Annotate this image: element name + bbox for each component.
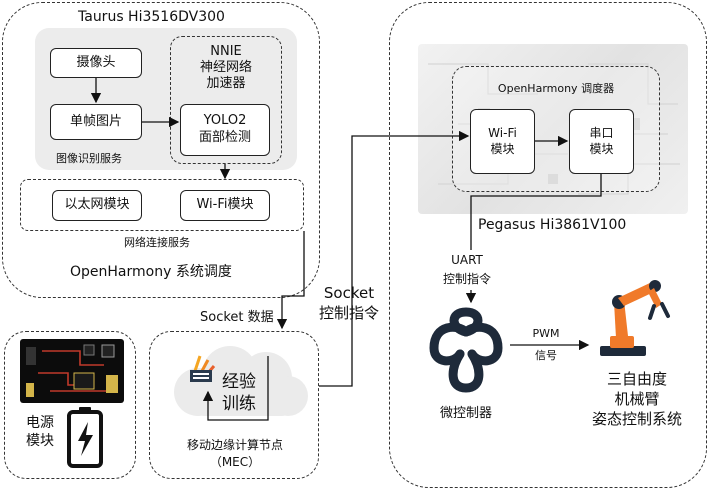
- taurus-title: Taurus Hi3516DV300: [78, 9, 225, 25]
- nnie-group: [170, 36, 282, 164]
- pegasus-container: [389, 2, 707, 488]
- pegasus-wifi-line2: 模块: [490, 141, 515, 156]
- pwm-label: PWM 信号: [523, 323, 569, 367]
- socket-data-label: Socket 数据: [200, 310, 274, 325]
- robot-arm-icon: [592, 274, 682, 360]
- uart-line2: 控制指令: [442, 272, 491, 286]
- mec-label-line2: （MEC）: [209, 455, 261, 469]
- socket-command-link: [319, 130, 470, 387]
- nnie-label: NNIE 神经网络 加速器: [176, 44, 276, 92]
- socket-cmd-line2: 控制指令: [318, 304, 379, 322]
- nnie-label-line2: 神经网络: [199, 60, 252, 75]
- os-schedule-label: OpenHarmony 系统调度: [70, 264, 232, 280]
- power-label-line2: 模块: [26, 433, 54, 449]
- scheduler-label: OpenHarmony 调度器: [497, 82, 615, 95]
- robot-arm-label: 三自由度 机械臂 姿态控制系统: [572, 369, 702, 429]
- arm-line1: 三自由度: [606, 370, 667, 388]
- mcu-label: 微控制器: [439, 406, 492, 421]
- nnie-label-line1: NNIE: [210, 44, 242, 59]
- microcontroller-icon: [426, 304, 506, 396]
- network-service-group: [20, 179, 304, 231]
- arm-line2: 机械臂: [614, 390, 660, 408]
- power-label: 电源 模块: [26, 414, 54, 450]
- network-service-label: 网络连接服务: [124, 236, 190, 249]
- ethernet-box: 以太网模块: [52, 190, 142, 221]
- yolo-line2: 面部检测: [198, 130, 251, 145]
- mec-container: [149, 331, 319, 479]
- pegasus-wifi-box: Wi-Fi 模块: [470, 109, 535, 174]
- serial-port-box: 串口 模块: [569, 109, 634, 174]
- uart-label: UART 控制指令: [436, 251, 498, 289]
- socket-cmd-line1: Socket: [323, 284, 375, 302]
- camera-box: 摄像头: [50, 48, 142, 78]
- mec-to-pegasus-link: [202, 356, 269, 421]
- serial-to-uart-link: [470, 174, 602, 250]
- experience-training-label: 经验 训练: [222, 371, 256, 415]
- image-service-label: 图像识别服务: [56, 152, 122, 165]
- yolo-box: YOLO2 面部检测: [180, 104, 270, 156]
- network-to-mec-link: [276, 231, 305, 330]
- uart-line1: UART: [451, 253, 483, 267]
- battery-icon: [66, 406, 104, 468]
- arm-line3: 姿态控制系统: [591, 410, 682, 428]
- power-container: [4, 331, 136, 479]
- training-logo-icon: [188, 352, 216, 384]
- training-line1: 经验: [222, 372, 256, 392]
- mec-label-line1: 移动边缘计算节点: [186, 438, 283, 452]
- power-label-line1: 电源: [26, 415, 54, 431]
- pegasus-title: Pegasus Hi3861V100: [478, 217, 627, 233]
- training-line2: 训练: [222, 394, 256, 414]
- pegasus-wifi-line1: Wi-Fi: [488, 125, 517, 140]
- taurus-wifi-box: Wi-Fi模块: [180, 190, 270, 221]
- socket-command-label: Socket 控制指令: [310, 283, 388, 323]
- pwm-line1: PWM: [532, 327, 560, 340]
- cloud-icon: [166, 344, 312, 424]
- yolo-line1: YOLO2: [203, 113, 247, 129]
- pwm-line2: 信号: [535, 349, 557, 362]
- mec-label: 移动边缘计算节点 （MEC）: [170, 437, 300, 471]
- nnie-label-line3: 加速器: [206, 76, 246, 91]
- taurus-container: [2, 2, 320, 298]
- serial-line2: 模块: [589, 141, 614, 156]
- serial-line1: 串口: [589, 125, 614, 140]
- pcb-board-icon: [20, 339, 124, 403]
- frame-image-box: 单帧图片: [50, 104, 142, 140]
